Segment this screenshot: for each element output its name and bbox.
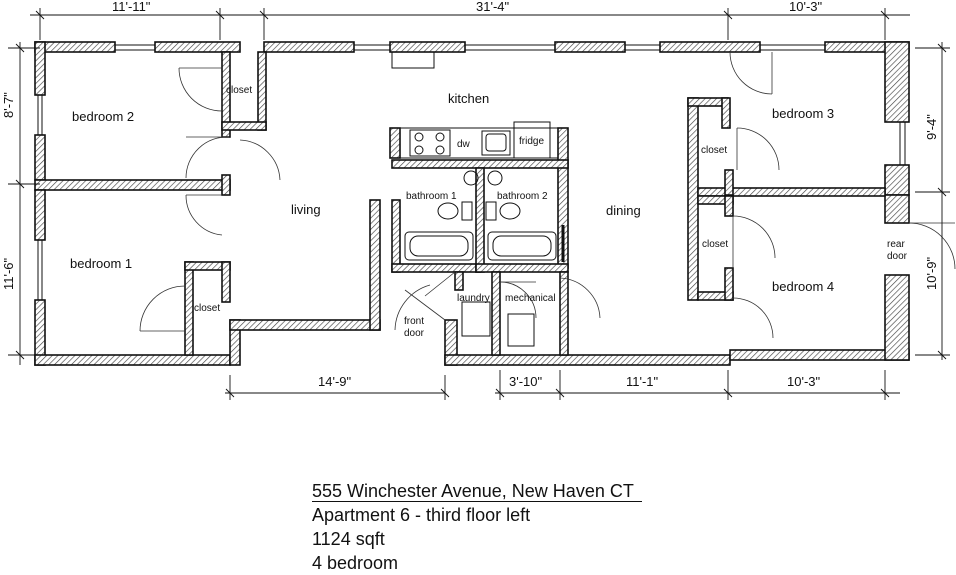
front-door-label-1: front	[404, 316, 424, 327]
dim-top-left: 11'-11"	[112, 0, 151, 14]
room-bedroom-2: bedroom 2	[72, 109, 134, 124]
front-door-label-2: door	[404, 328, 425, 339]
room-bathroom-2: bathroom 2	[497, 191, 548, 202]
basin-icon	[487, 170, 503, 186]
fridge-label: fridge	[519, 136, 544, 147]
room-bathroom-1: bathroom 1	[406, 191, 457, 202]
closet-bedroom-2: closet	[226, 85, 252, 96]
caption-address: 555 Winchester Avenue, New Haven CT	[312, 479, 642, 503]
caption-area: 1124 sqft	[312, 529, 385, 549]
dim-bottom-laundry: 3'-10"	[509, 374, 543, 389]
fridge-icon	[513, 121, 551, 159]
dim-right-upper: 9'-4"	[924, 114, 939, 140]
bathtub-icon	[404, 231, 474, 261]
room-kitchen: kitchen	[448, 91, 489, 106]
dim-left-upper: 8'-7"	[1, 92, 16, 118]
dim-top-middle: 31'-4"	[476, 0, 510, 14]
room-bedroom-1: bedroom 1	[70, 256, 132, 271]
bathtub-icon	[487, 231, 557, 261]
toilet-icon	[499, 202, 521, 220]
room-mechanical: mechanical	[505, 293, 556, 304]
bathroom-fixtures	[404, 170, 565, 347]
listing-caption: 555 Winchester Avenue, New Haven CT Apar…	[312, 479, 642, 575]
dishwasher-label: dw	[457, 139, 471, 150]
rear-door-label-1: rear	[887, 239, 905, 250]
caption-address-text: 555 Winchester Avenue, New Haven CT	[312, 481, 642, 502]
closet-bedroom-4: closet	[702, 239, 728, 250]
dim-right-lower: 10'-9"	[924, 256, 939, 290]
doors	[139, 51, 956, 339]
basin-icon	[463, 170, 479, 186]
closet-bedroom-1: closet	[194, 303, 220, 314]
room-dining: dining	[606, 203, 641, 218]
dim-bottom-right: 10'-3"	[787, 374, 821, 389]
room-bedroom-3: bedroom 3	[772, 106, 834, 121]
toilet-icon	[437, 202, 459, 220]
floor-plan: 11'-11" 31'-4" 10'-3" 8'-7" 11'-6" 9'-4"…	[1, 0, 956, 400]
windows	[37, 44, 906, 300]
water-heater-icon	[507, 313, 535, 347]
dim-bottom-dining: 11'-1"	[626, 374, 659, 389]
caption-bedrooms: 4 bedroom	[312, 553, 399, 573]
kitchen-fixtures	[399, 121, 559, 159]
room-bedroom-4: bedroom 4	[772, 279, 834, 294]
caption-unit: Apartment 6 - third floor left	[312, 505, 531, 525]
rear-door-label-2: door	[887, 251, 908, 262]
closet-bedroom-3: closet	[701, 145, 727, 156]
dim-left-lower: 11'-6"	[1, 257, 16, 290]
room-laundry: laundry	[457, 293, 490, 304]
interior-walls	[184, 51, 886, 356]
dim-bottom-living: 14'-9"	[318, 374, 352, 389]
dim-top-right: 10'-3"	[789, 0, 823, 14]
room-living: living	[291, 202, 321, 217]
sink-icon	[481, 130, 511, 156]
washer-icon	[461, 301, 491, 337]
dimension-lines	[8, 8, 950, 400]
exterior-walls	[34, 41, 910, 366]
stove-icon	[409, 129, 451, 157]
